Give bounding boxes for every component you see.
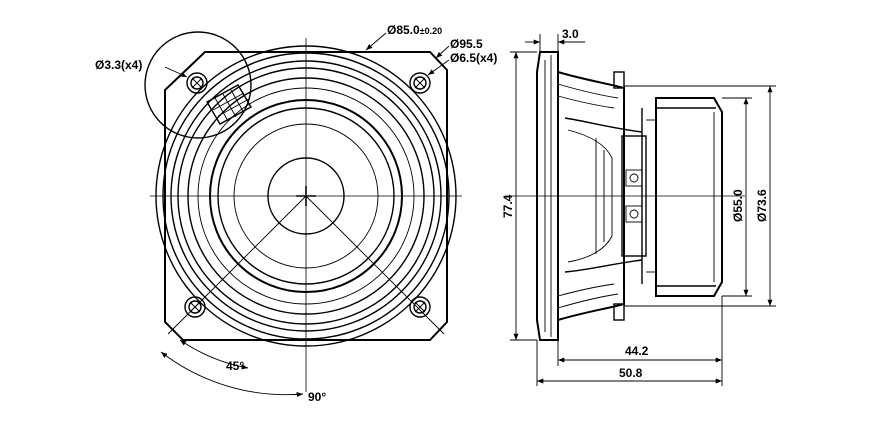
label-outer-dia-tolerance: ±0.20	[420, 26, 442, 36]
leader-pcd	[435, 45, 450, 59]
label-mount-hole: Ø6.5(x4)	[450, 51, 497, 65]
label-angle-45: 45°	[226, 359, 244, 373]
leader-mount-hole	[427, 59, 450, 76]
leader-hole-dia	[164, 66, 188, 78]
label-flange-thickness: 3.0	[562, 27, 579, 41]
side-view: 3.0 77.4 Ø55.0 Ø73.6 44.2 50.8	[501, 27, 776, 386]
terminal-tab-bottom	[613, 303, 625, 321]
detail-circle	[144, 31, 252, 139]
frame-outline	[164, 51, 448, 341]
magnet-outline	[655, 97, 723, 297]
label-hole-dia: Ø3.3(x4)	[95, 58, 142, 72]
leader-outer-dia	[365, 32, 387, 51]
terminal-detail	[206, 84, 252, 125]
front-view: Ø3.3(x4) Ø85.0±0.20 Ø95.5 Ø6.5(x4) 45° 9…	[95, 23, 497, 404]
label-depth-total: 50.8	[619, 366, 643, 380]
label-magnet-dia: Ø55.0	[731, 189, 745, 222]
label-pcd: Ø95.5	[450, 37, 483, 51]
basket-rib-top	[564, 117, 643, 133]
mount-hole-top-left	[186, 72, 208, 94]
angle-ref-line-2	[305, 195, 445, 335]
label-outer-dia-value: Ø85.0	[387, 23, 420, 37]
angle-ref-line-1	[167, 195, 307, 335]
label-angle-90: 90°	[308, 390, 326, 404]
angle-arc-90	[160, 351, 304, 398]
mount-hole-top-right	[409, 72, 431, 94]
terminal-tab-top	[613, 71, 625, 89]
label-body-dia: Ø73.6	[755, 189, 769, 222]
label-height: 77.4	[501, 194, 515, 218]
label-depth-inner: 44.2	[625, 344, 649, 358]
basket-rib-bottom	[564, 259, 643, 273]
label-outer-dia: Ø85.0±0.20	[387, 23, 442, 37]
mount-hole-bottom-right	[409, 296, 431, 318]
